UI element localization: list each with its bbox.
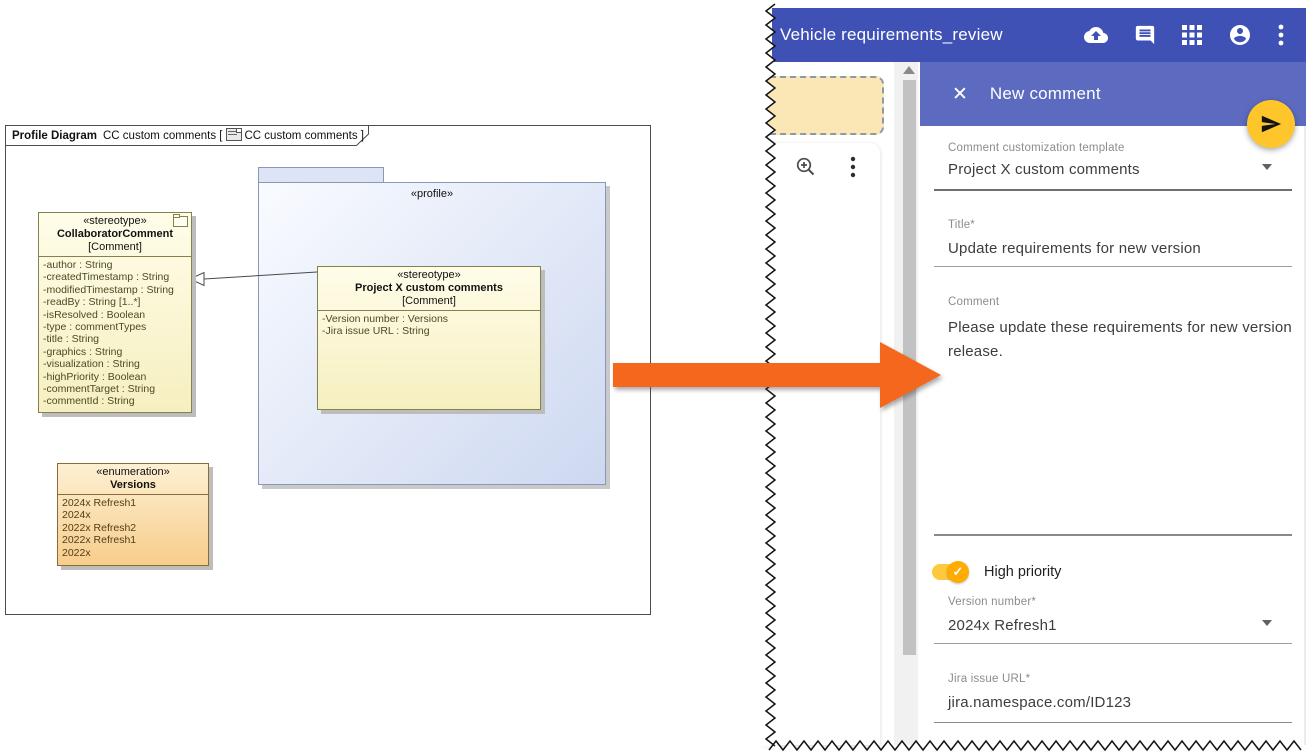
title-field-value[interactable]: Update requirements for new version: [948, 240, 1201, 257]
version-dropdown-icon[interactable]: [1262, 620, 1272, 626]
template-dropdown-icon[interactable]: [1262, 164, 1272, 170]
attribute: -title : String: [43, 333, 100, 346]
selected-comment-anchor[interactable]: [762, 76, 884, 135]
more-vertical-icon[interactable]: [1278, 24, 1284, 46]
attribute: -author : String: [43, 259, 113, 271]
jira-field-underline: [934, 722, 1292, 723]
attribute: -visualization : String: [43, 358, 140, 371]
jira-field-label: Jira issue URL*: [948, 673, 1031, 685]
new-comment-panel: [920, 62, 1306, 745]
attribute-list: -Version number : Versions -Jira issue U…: [318, 311, 540, 338]
compartment-divider: [39, 256, 191, 257]
template-field-underline: [934, 189, 1292, 191]
version-field-value[interactable]: 2024x Refresh1: [948, 617, 1057, 634]
version-field-label: Version number*: [948, 596, 1037, 608]
attribute: -type : commentTypes: [43, 321, 147, 334]
close-icon[interactable]: ✕: [952, 83, 968, 105]
stereotype-keyword: «stereotype»: [83, 215, 147, 227]
send-icon: [1261, 115, 1282, 133]
comment-field-underline: [934, 534, 1292, 536]
diagram-icon: [225, 128, 242, 141]
template-field-label: Comment customization template: [948, 142, 1125, 154]
frame-name-right: CC custom comments ]: [244, 130, 365, 142]
account-icon[interactable]: [1228, 23, 1252, 47]
template-field-value[interactable]: Project X custom comments: [948, 161, 1140, 178]
metaclass-label: [Comment]: [88, 241, 142, 253]
cloud-upload-icon[interactable]: [1084, 23, 1108, 47]
attribute: -readBy : String [1..*]: [43, 296, 141, 309]
attribute-list: -author : String -createdTimestamp : Str…: [39, 257, 191, 408]
attribute: -commentTarget : String: [43, 383, 156, 396]
enum-literal: 2024x: [62, 509, 91, 522]
send-comment-button[interactable]: [1247, 100, 1295, 148]
version-field-underline: [934, 643, 1292, 644]
comment-field-label: Comment: [948, 296, 1000, 308]
collaborator-comment-class[interactable]: «stereotype» CollaboratorComment [Commen…: [38, 212, 192, 413]
compartment-divider: [318, 310, 540, 311]
projectx-comments-class[interactable]: «stereotype» Project X custom comments […: [317, 266, 541, 410]
generalization-arrowhead-icon: [188, 271, 205, 287]
class-name: Project X custom comments: [355, 282, 503, 294]
literal-list: 2024x Refresh1 2024x 2022x Refresh2 2022…: [58, 495, 208, 559]
comments-icon[interactable]: [1134, 24, 1156, 46]
app-grid-icon[interactable]: [1182, 25, 1202, 45]
attribute: -commentId : String: [43, 395, 135, 408]
attribute: -Jira issue URL : String: [322, 325, 430, 338]
enum-literal: 2022x: [62, 546, 91, 559]
enum-name: Versions: [110, 479, 156, 491]
comment-card: [762, 143, 880, 745]
panel-title: New comment: [989, 84, 1101, 103]
scrollbar-thumb[interactable]: [903, 80, 916, 655]
versions-enumeration[interactable]: «enumeration» Versions 2024x Refresh1 20…: [57, 463, 209, 566]
stereotype-keyword: «stereotype»: [397, 269, 461, 281]
card-more-vertical-icon[interactable]: [850, 156, 856, 183]
frame-name-left: CC custom comments [: [103, 130, 223, 142]
title-field-label: Title*: [948, 219, 975, 231]
attribute: -isResolved : Boolean: [43, 308, 146, 321]
jira-field-value[interactable]: jira.namespace.com/ID123: [948, 694, 1132, 711]
attribute: -graphics : String: [43, 345, 123, 358]
frame-kind-label: Profile Diagram: [12, 130, 97, 142]
zoom-in-icon[interactable]: [795, 156, 817, 183]
compartment-divider: [58, 494, 208, 495]
comment-field-value[interactable]: Please update these requirements for new…: [948, 319, 1292, 360]
profile-stereotype-label: «profile»: [410, 188, 454, 200]
diagram-frame-title: Profile Diagram CC custom comments [ CC cu…: [12, 128, 364, 142]
metaclass-label: [Comment]: [402, 295, 456, 307]
stereotype-note-icon: [173, 214, 188, 227]
high-priority-label: High priority: [984, 564, 1062, 580]
toggle-check-icon[interactable]: ✓: [947, 561, 969, 583]
attribute: -createdTimestamp : String: [43, 271, 170, 284]
attribute: -modifiedTimestamp : String: [43, 283, 174, 296]
app-titlebar: Vehicle requirements_review: [772, 8, 1306, 62]
title-field-underline: [934, 266, 1292, 267]
class-name: CollaboratorComment: [56, 228, 174, 240]
scrollbar-up-icon[interactable]: [903, 66, 915, 74]
enum-literal: 2024x Refresh1: [62, 497, 137, 509]
enum-literal: 2022x Refresh1: [62, 534, 137, 547]
attribute: -Version number : Versions: [322, 313, 449, 325]
stereotype-keyword: «enumeration»: [96, 466, 170, 478]
app-title: Vehicle requirements_review: [780, 25, 1003, 44]
new-comment-header: ✕ New comment: [920, 62, 1306, 126]
attribute: -highPriority : Boolean: [43, 370, 147, 383]
enum-literal: 2022x Refresh2: [62, 521, 137, 534]
